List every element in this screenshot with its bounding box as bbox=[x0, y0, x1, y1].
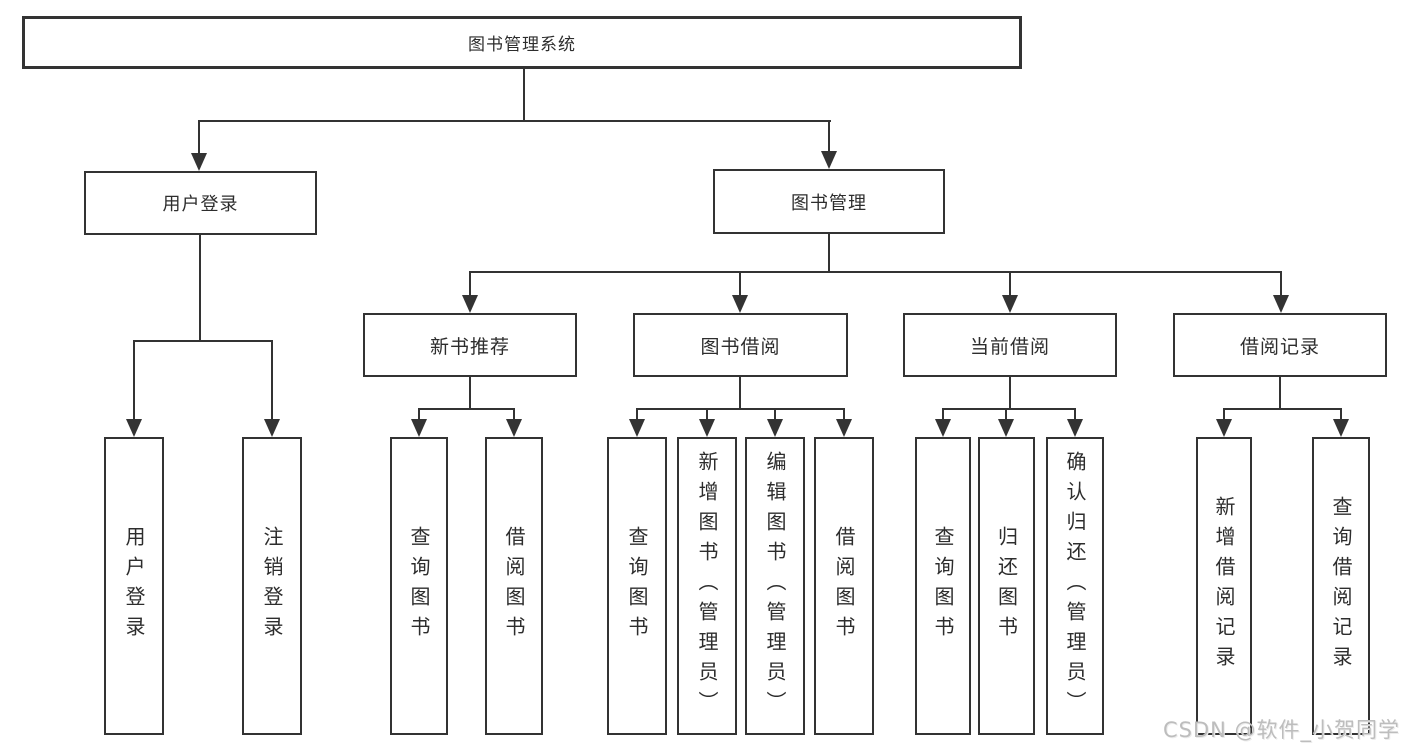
arrow-down-icon bbox=[191, 153, 207, 171]
arrow-down-icon bbox=[732, 295, 748, 313]
csdn-watermark: CSDN @软件_小贺同学 bbox=[1163, 718, 1401, 742]
node-current-borrow: 当前借阅 bbox=[903, 313, 1117, 377]
leaf-borrow-books: 借阅图书 bbox=[814, 437, 874, 735]
connector-line bbox=[1223, 408, 1225, 421]
arrow-down-icon bbox=[767, 419, 783, 437]
connector-line bbox=[271, 340, 273, 421]
arrow-down-icon bbox=[836, 419, 852, 437]
connector-line bbox=[198, 120, 200, 153]
leaf-query-books-borrow: 查询图书 bbox=[607, 437, 667, 735]
node-borrow-records-label: 借阅记录 bbox=[1239, 335, 1320, 358]
connector-line bbox=[198, 120, 831, 122]
arrow-down-icon bbox=[699, 419, 715, 437]
arrow-down-icon bbox=[1067, 419, 1083, 437]
leaf-return-book: 归还图书 bbox=[978, 437, 1035, 735]
node-book-management: 图书管理 bbox=[713, 169, 945, 234]
connector-line bbox=[418, 408, 515, 410]
arrow-down-icon bbox=[462, 295, 478, 313]
connector-line bbox=[469, 271, 471, 297]
connector-line bbox=[828, 234, 830, 271]
arrow-down-icon bbox=[998, 419, 1014, 437]
node-user-login-label: 用户登录 bbox=[162, 194, 239, 215]
leaf-query-borrow-record-label: 查询借阅记录 bbox=[1329, 496, 1353, 676]
connector-line bbox=[418, 408, 420, 421]
leaf-add-book-admin: 新增图书（管理员） bbox=[677, 437, 737, 735]
leaf-borrow-books-recommend: 借阅图书 bbox=[485, 437, 543, 735]
connector-line bbox=[774, 408, 776, 421]
arrow-down-icon bbox=[629, 419, 645, 437]
node-new-book-recommend-label: 新书推荐 bbox=[429, 335, 510, 358]
connector-line bbox=[1279, 377, 1281, 408]
leaf-borrow-books-label: 借阅图书 bbox=[832, 526, 856, 646]
node-borrow-records: 借阅记录 bbox=[1173, 313, 1387, 377]
arrow-down-icon bbox=[1273, 295, 1289, 313]
connector-line bbox=[828, 120, 830, 151]
leaf-return-book-label: 归还图书 bbox=[994, 526, 1019, 646]
arrow-down-icon bbox=[1002, 295, 1018, 313]
connector-line bbox=[1005, 408, 1007, 421]
connector-line bbox=[199, 235, 201, 340]
leaf-confirm-return-admin: 确认归还（管理员） bbox=[1046, 437, 1104, 735]
arrow-down-icon bbox=[126, 419, 142, 437]
leaf-query-books-current-label: 查询图书 bbox=[931, 526, 955, 646]
connector-line bbox=[469, 377, 471, 408]
leaf-query-books-recommend-label: 查询图书 bbox=[407, 526, 431, 646]
node-current-borrow-label: 当前借阅 bbox=[969, 335, 1050, 358]
arrow-down-icon bbox=[411, 419, 427, 437]
connector-line bbox=[513, 408, 515, 421]
connector-line bbox=[523, 69, 525, 120]
leaf-logout-label: 注销登录 bbox=[260, 526, 284, 646]
node-book-management-label: 图书管理 bbox=[791, 192, 867, 214]
connector-line bbox=[739, 377, 741, 408]
arrow-down-icon bbox=[821, 151, 837, 169]
connector-line bbox=[636, 408, 638, 421]
leaf-user-login: 用户登录 bbox=[104, 437, 164, 735]
arrow-down-icon bbox=[264, 419, 280, 437]
connector-line bbox=[1009, 271, 1011, 297]
connector-line bbox=[133, 340, 135, 421]
connector-line bbox=[1280, 271, 1282, 297]
arrow-down-icon bbox=[1216, 419, 1232, 437]
leaf-query-books-borrow-label: 查询图书 bbox=[625, 526, 649, 646]
node-user-login: 用户登录 bbox=[84, 171, 317, 235]
leaf-user-login-label: 用户登录 bbox=[122, 526, 146, 646]
node-root: 图书管理系统 bbox=[22, 16, 1022, 69]
leaf-edit-book-admin: 编辑图书（管理员） bbox=[745, 437, 805, 735]
leaf-add-borrow-record: 新增借阅记录 bbox=[1196, 437, 1252, 735]
connector-line bbox=[942, 408, 944, 421]
leaf-query-books-recommend: 查询图书 bbox=[390, 437, 448, 735]
connector-line bbox=[739, 271, 741, 297]
leaf-logout: 注销登录 bbox=[242, 437, 302, 735]
connector-line bbox=[706, 408, 708, 421]
connector-line bbox=[133, 340, 273, 342]
arrow-down-icon bbox=[1333, 419, 1349, 437]
node-book-borrow: 图书借阅 bbox=[633, 313, 848, 377]
arrow-down-icon bbox=[935, 419, 951, 437]
connector-line bbox=[1340, 408, 1342, 421]
arrow-down-icon bbox=[506, 419, 522, 437]
connector-line bbox=[1009, 377, 1011, 408]
leaf-query-books-current: 查询图书 bbox=[915, 437, 971, 735]
node-root-label: 图书管理系统 bbox=[468, 35, 576, 55]
node-new-book-recommend: 新书推荐 bbox=[363, 313, 577, 377]
node-book-borrow-label: 图书借阅 bbox=[700, 335, 781, 358]
connector-line bbox=[469, 271, 1282, 273]
connector-line bbox=[843, 408, 845, 421]
leaf-edit-book-admin-label: 编辑图书（管理员） bbox=[763, 451, 787, 721]
connector-line bbox=[1223, 408, 1342, 410]
leaf-add-borrow-record-label: 新增借阅记录 bbox=[1212, 496, 1236, 676]
leaf-query-borrow-record: 查询借阅记录 bbox=[1312, 437, 1370, 735]
connector-line bbox=[1074, 408, 1076, 421]
leaf-borrow-books-recommend-label: 借阅图书 bbox=[502, 526, 526, 646]
leaf-add-book-admin-label: 新增图书（管理员） bbox=[695, 451, 719, 721]
connector-line bbox=[636, 408, 845, 410]
connector-line bbox=[942, 408, 1076, 410]
leaf-confirm-return-admin-label: 确认归还（管理员） bbox=[1063, 451, 1087, 721]
